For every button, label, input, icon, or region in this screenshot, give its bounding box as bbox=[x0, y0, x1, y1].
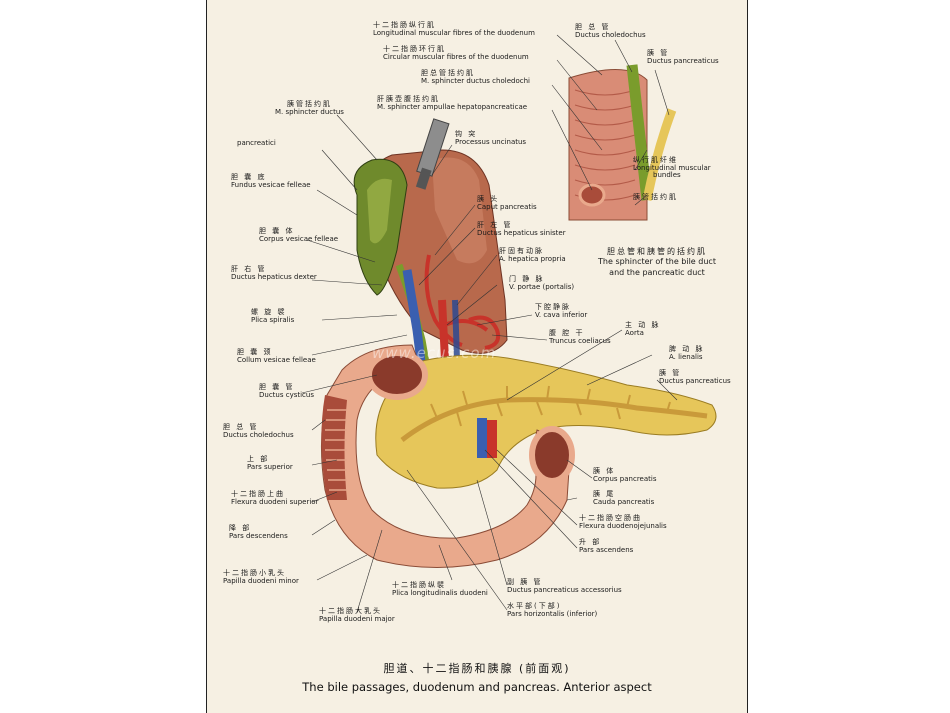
duodenum-superior-cut bbox=[366, 350, 428, 400]
pancreas bbox=[375, 354, 717, 489]
inset-bile-duct bbox=[626, 64, 653, 201]
label-corpus-vesicae: pancreatici bbox=[237, 139, 276, 147]
smv-vessel bbox=[477, 418, 487, 458]
label-caput-pancreatis: 水平部(下部)Pars horizontalis (inferior) bbox=[507, 602, 598, 618]
watermark-text: www.ecus.com bbox=[372, 344, 497, 362]
duodenum-upper-wall bbox=[432, 157, 487, 264]
inset-papilla bbox=[578, 183, 606, 207]
gallbladder-highlight bbox=[367, 178, 392, 244]
caption-english: The bile passages, duodenum and pancreas… bbox=[302, 680, 652, 694]
jejunum-cut bbox=[529, 426, 575, 484]
instrument-tip bbox=[415, 167, 432, 190]
pancreatic-duct-branches bbox=[430, 385, 671, 427]
leader-lines bbox=[301, 34, 678, 613]
splenic-artery-curl bbox=[468, 315, 501, 350]
inset-pancreatic-duct bbox=[642, 108, 677, 201]
anatomy-illustration bbox=[301, 34, 727, 613]
figure-caption: 胆道、十二指肠和胰腺 (前面观) The bile passages, duod… bbox=[247, 660, 707, 694]
label-sphincter-ductus-pancreatici: 胰管括约肌胰管括约肌pancreatici bbox=[633, 193, 678, 201]
hepatic-artery bbox=[424, 254, 463, 347]
duodenum-opened-wall bbox=[321, 395, 347, 500]
caption-chinese: 胆道、十二指肠和胰腺 (前面观) bbox=[383, 662, 571, 675]
aorta bbox=[438, 299, 449, 361]
sma-vessel bbox=[487, 420, 497, 458]
portal-vein bbox=[402, 269, 427, 371]
inset-muscle-lines bbox=[574, 89, 636, 201]
inset-caption: 胆总管和胰管的括约肌 The sphincter of the bile duc… bbox=[598, 247, 716, 277]
ivc bbox=[452, 299, 460, 361]
